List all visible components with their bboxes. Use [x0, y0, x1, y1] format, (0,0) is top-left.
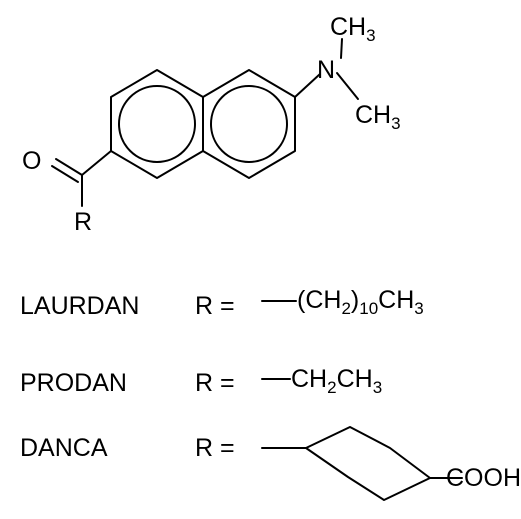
danca-equals: R = — [195, 434, 235, 462]
carbonyl-oxygen-atom: O — [22, 147, 41, 175]
n-methyl-right-bond — [336, 72, 359, 100]
naphthalene-core — [110, 69, 296, 179]
dimethylamino-group: N CH3 CH3 — [294, 13, 401, 133]
prodan-name: PRODAN — [20, 369, 127, 397]
laurdan-formula: (CH2)10CH3 — [297, 286, 424, 318]
carbonyl-group: O R — [22, 147, 112, 236]
methyl-top-label: CH3 — [330, 13, 376, 45]
n-methyl-top-bond — [340, 38, 343, 59]
carbonyl-double-bond-b — [51, 165, 79, 183]
laurdan-row: LAURDAN R = (CH2)10CH3 — [20, 286, 424, 320]
left-ring-aromatic-circle — [118, 85, 196, 163]
laurdan-equals: R = — [195, 292, 235, 320]
prodan-formula: CH2CH3 — [291, 365, 382, 397]
methyl-right-label: CH3 — [355, 101, 401, 133]
danca-carboxyl-group: COOH — [446, 464, 521, 492]
prodan-row: PRODAN R = CH2CH3 — [20, 365, 382, 397]
r-group-label: R — [74, 208, 92, 236]
carbonyl-double-bond-a — [55, 158, 83, 176]
nitrogen-atom: N — [317, 56, 335, 84]
prodan-equals: R = — [195, 369, 235, 397]
danca-name: DANCA — [20, 434, 108, 462]
carbonyl-ring-bond — [81, 150, 112, 176]
danca-row: DANCA R = COOH — [20, 426, 521, 501]
laurdan-name: LAURDAN — [20, 292, 139, 320]
cyclohexane-chair-ring — [305, 426, 431, 501]
right-ring-aromatic-circle — [210, 85, 288, 163]
n-ring-bond — [294, 73, 321, 98]
